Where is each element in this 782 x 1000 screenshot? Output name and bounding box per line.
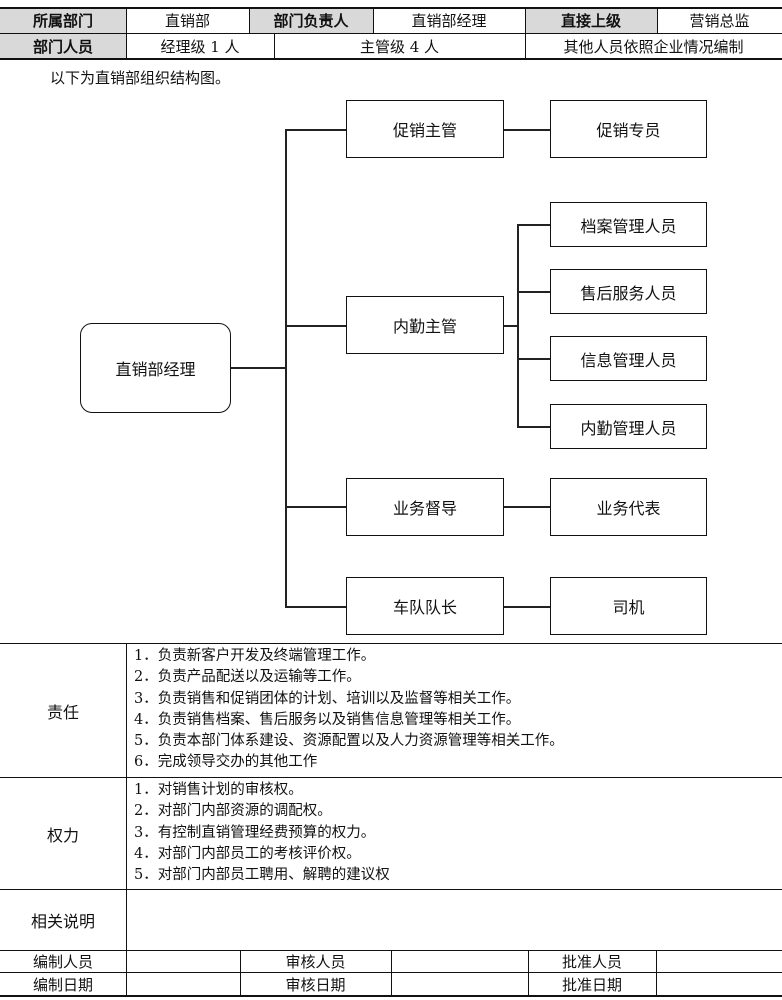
staff-supervisor: 主管级 4 人 (359, 38, 440, 56)
org-staff-office-2: 售后服务人员 (550, 269, 707, 314)
staff-manager: 经理级 1 人 (160, 38, 240, 56)
divider (528, 950, 529, 996)
connector-line (285, 129, 287, 607)
table-rule (0, 777, 782, 778)
notes-label: 相关说明 (30, 912, 95, 931)
responsibility-list: 1．负责新客户开发及终端管理工作。 2．负责产品配送以及运输等工作。 3．负责销… (134, 646, 564, 774)
connector-line (517, 291, 550, 293)
divider (525, 7, 526, 59)
org-supervisor-business: 业务督导 (346, 478, 504, 536)
org-supervisor-office: 内勤主管 (346, 296, 504, 354)
table-top-rule (0, 7, 782, 9)
authority-label: 权力 (46, 825, 79, 845)
list-item: 3．有控制直销管理经费预算的权力。 (134, 824, 376, 841)
intro-text: 以下为直销部组织结构图。 (50, 69, 231, 87)
list-item: 6．完成领导交办的其他工作 (134, 754, 318, 771)
list-item: 1．对销售计划的审核权。 (134, 782, 303, 798)
staff-label: 部门人员 (0, 34, 126, 59)
responsibility-label: 责任 (46, 702, 79, 722)
edit-date-label: 编制日期 (32, 975, 93, 994)
authority-list: 1．对销售计划的审核权。 2．对部门内部资源的调配权。 3．有控制直销管理经费预… (134, 780, 390, 886)
org-supervisor-promo: 促销主管 (346, 100, 504, 158)
connector-line (517, 426, 550, 428)
divider (249, 7, 250, 33)
connector-line (504, 606, 550, 608)
table-row-divider (0, 33, 782, 34)
approve-date-label: 批准日期 (561, 975, 622, 994)
org-staff-business: 业务代表 (550, 478, 707, 536)
dept-value: 直销部 (164, 12, 210, 30)
divider (274, 33, 275, 59)
connector-line (504, 129, 550, 131)
divider (373, 7, 374, 33)
connector-line (285, 325, 346, 327)
org-supervisor-fleet: 车队队长 (346, 577, 504, 635)
head-value: 直销部经理 (411, 12, 487, 30)
list-item: 5．对部门内部员工聘用、解聘的建议权 (134, 867, 390, 884)
org-staff-office-3: 信息管理人员 (550, 336, 707, 381)
connector-line (517, 224, 550, 226)
divider (126, 7, 127, 59)
org-staff-office-4: 内勤管理人员 (550, 404, 707, 449)
table-bottom-rule (0, 995, 782, 997)
list-item: 4．对部门内部员工的考核评价权。 (134, 845, 361, 862)
list-item: 1．负责新客户开发及终端管理工作。 (134, 648, 376, 664)
org-root-box: 直销部经理 (80, 323, 231, 413)
connector-line (285, 506, 346, 508)
head-label: 部门负责人 (249, 8, 373, 33)
divider (240, 950, 241, 996)
connector-line (517, 224, 519, 427)
connector-line (504, 506, 550, 508)
connector-line (285, 129, 346, 131)
org-staff-promo: 促销专员 (550, 100, 707, 158)
divider (391, 950, 392, 996)
dept-label: 所属部门 (0, 8, 126, 33)
reviewer-label: 审核人员 (285, 953, 346, 971)
approver-label: 批准人员 (561, 953, 622, 971)
connector-line (231, 367, 286, 369)
review-date-label: 审核日期 (285, 975, 346, 994)
connector-line (285, 606, 346, 608)
superior-label: 直接上级 (525, 8, 657, 33)
connector-line (517, 358, 550, 360)
staff-other: 其他人员依照企业情况编制 (563, 38, 744, 56)
divider (656, 950, 657, 996)
list-item: 2．负责产品配送以及运输等工作。 (134, 669, 361, 686)
org-staff-fleet: 司机 (550, 577, 707, 635)
connector-line (504, 325, 518, 327)
list-item: 4．负责销售档案、售后服务以及销售信息管理等相关工作。 (134, 711, 521, 728)
table-rule (0, 643, 782, 644)
editor-label: 编制人员 (32, 953, 93, 971)
divider (126, 643, 127, 996)
list-item: 5．负责本部门体系建设、资源配置以及人力资源管理等相关工作。 (134, 733, 564, 750)
superior-value: 营销总监 (689, 12, 750, 30)
table-header-bottom (0, 58, 782, 60)
table-rule (0, 889, 782, 890)
divider (657, 7, 658, 33)
list-item: 3．负责销售和促销团体的计划、培训以及监督等相关工作。 (134, 690, 521, 707)
list-item: 2．对部门内部资源的调配权。 (134, 803, 332, 820)
org-staff-office-1: 档案管理人员 (550, 202, 707, 247)
